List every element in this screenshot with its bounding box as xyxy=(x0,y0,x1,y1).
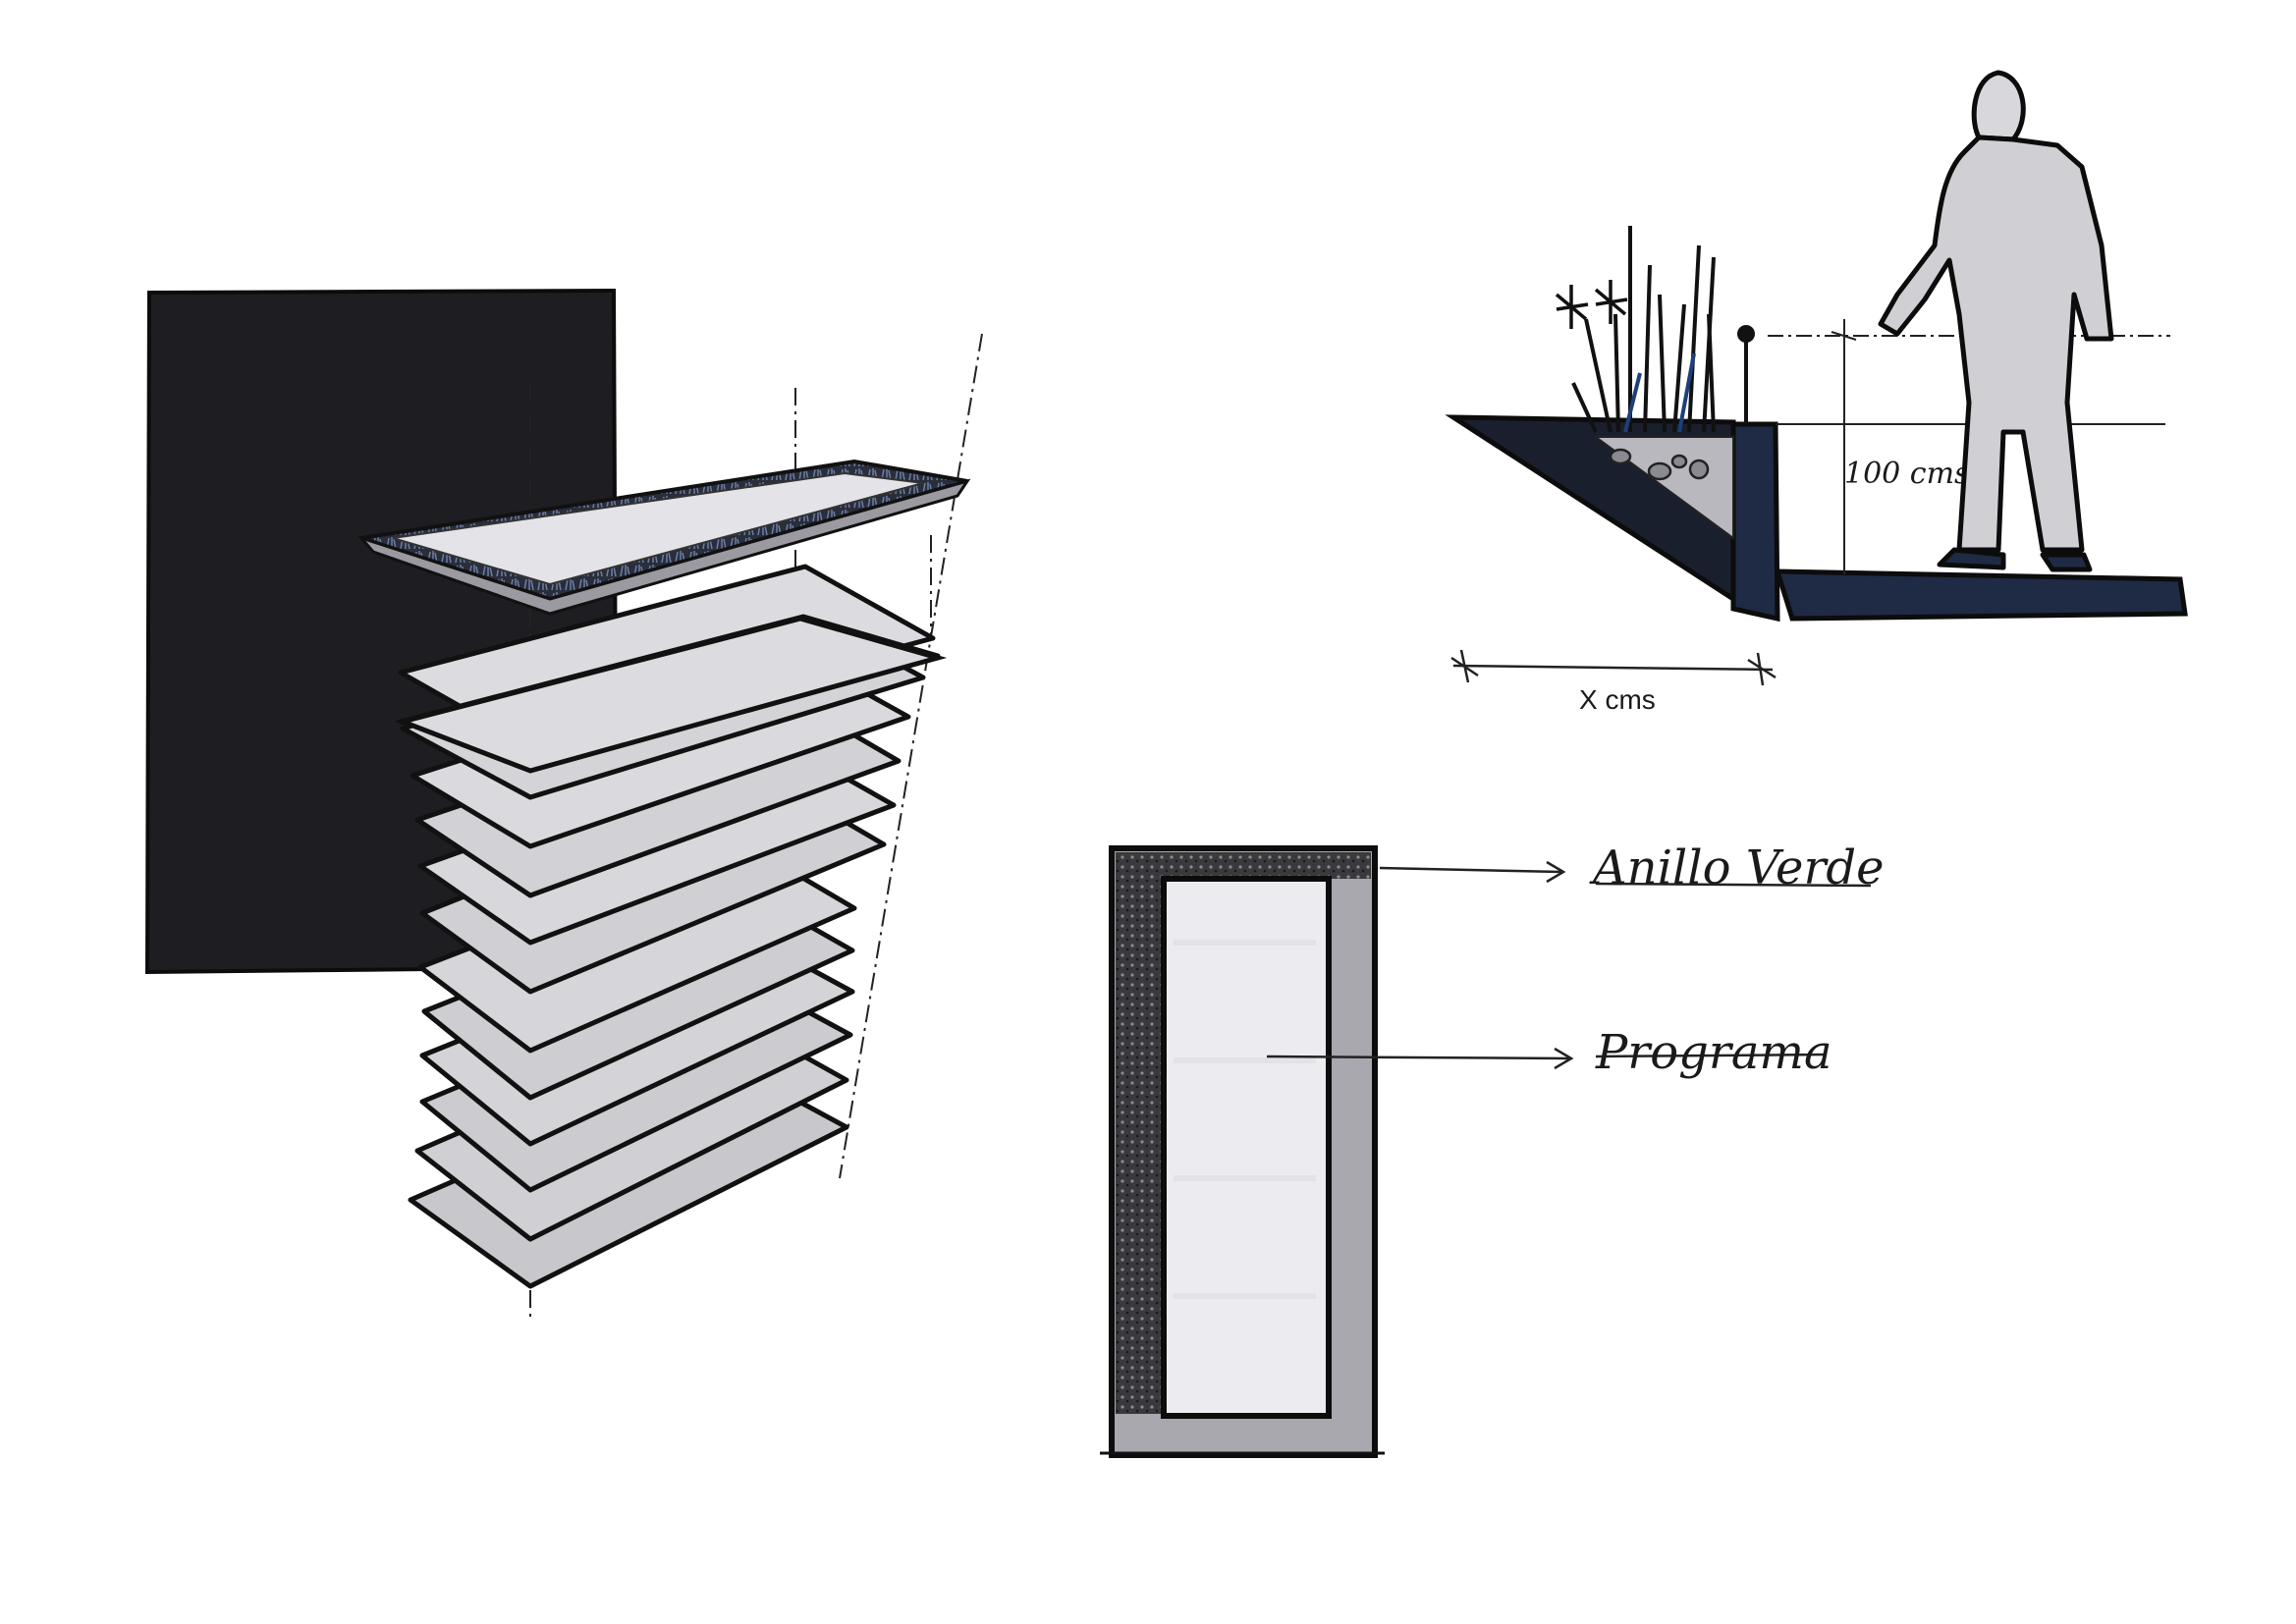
green-ring-label: Anillo Verde xyxy=(1589,840,1885,895)
program-area xyxy=(1161,876,1332,1419)
person-figure xyxy=(1878,70,2114,572)
height-dimension-label: 100 cms. xyxy=(1844,457,1979,491)
plan-view: Anillo Verde Programa xyxy=(1100,840,1885,1458)
section-view: 100 cms. X cms xyxy=(1445,70,2188,715)
upper-plate xyxy=(394,616,948,774)
perspective-view xyxy=(144,288,983,1321)
parapet-wall xyxy=(1730,421,1780,623)
width-dimension-label: X cms xyxy=(1579,684,1656,715)
planter-vegetation xyxy=(1571,226,1716,433)
program-label: Programa xyxy=(1595,1025,1832,1080)
green-roof-tray xyxy=(356,459,971,616)
floor-slab xyxy=(1774,568,2188,622)
green-ring-band xyxy=(1116,852,1371,1414)
